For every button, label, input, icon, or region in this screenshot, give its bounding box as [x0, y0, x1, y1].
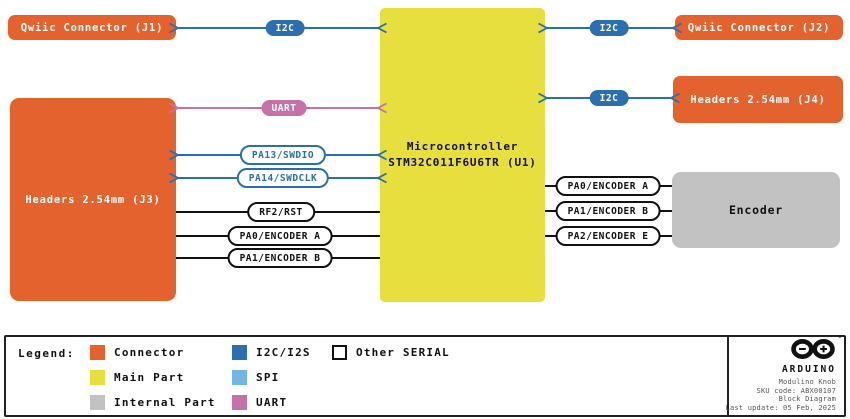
- other-serial-color-swatch: [332, 345, 347, 360]
- legend-item-connector: Connector: [90, 345, 184, 360]
- i2c-color-swatch: [232, 345, 247, 360]
- signal-label-encoder-b-left: PA1/ENCODER B: [227, 248, 333, 268]
- legend-item-other-serial: Other SERIAL: [332, 345, 450, 360]
- legend-item-uart: UART: [232, 395, 287, 410]
- legend-item-spi: SPI: [232, 370, 279, 385]
- mcu-label-line2: STM32C011F6U6TR (U1): [388, 156, 537, 169]
- last-update: Last update: 05 Feb, 2025: [725, 403, 836, 412]
- block-headers-j4: Headers 2.54mm (J4): [673, 76, 843, 123]
- sku-code: SKU code: ABX00107: [756, 386, 836, 395]
- spi-color-swatch: [232, 370, 247, 385]
- legend-item-label: Connector: [114, 346, 185, 359]
- legend-item-i2c: I2C/I2S: [232, 345, 311, 360]
- legend-item-label: UART: [256, 396, 288, 409]
- brand-name: ARDUINO: [781, 364, 836, 375]
- legend-item-label: Main Part: [114, 371, 185, 384]
- legend-item-label: Internal Part: [114, 396, 216, 409]
- block-qwiic-connector-j2: Qwiic Connector (J2): [675, 15, 843, 40]
- block-qwiic-connector-j1: Qwiic Connector (J1): [8, 15, 176, 40]
- mcu-label-line1: Microcontroller: [406, 140, 519, 153]
- signal-label-swdio: PA13/SWDIO: [239, 145, 327, 165]
- legend-item-internal-part: Internal Part: [90, 395, 216, 410]
- signal-label-swdclk: PA14/SWDCLK: [236, 168, 330, 188]
- legend-item-label: SPI: [256, 371, 280, 384]
- block-headers-j3: Headers 2.54mm (J3): [10, 98, 176, 301]
- legend-panel: Legend: Connector Main Part Internal Par…: [4, 335, 846, 417]
- main-part-color-swatch: [90, 370, 105, 385]
- document-type: Block Diagram: [778, 395, 836, 403]
- connector-color-swatch: [90, 345, 105, 360]
- trademark-symbol: ™: [838, 336, 841, 341]
- brand-block: ™ ARDUINO Modulino Knob SKU code: ABX001…: [718, 336, 841, 412]
- legend-item-label: Other SERIAL: [356, 346, 450, 359]
- block-microcontroller: Microcontroller STM32C011F6U6TR (U1): [380, 8, 545, 302]
- bus-label-uart: UART: [261, 100, 307, 116]
- signal-label-encoder-e-right: PA2/ENCODER E: [555, 226, 661, 246]
- legend-title: Legend:: [18, 347, 75, 360]
- legend-divider: [727, 337, 729, 415]
- internal-part-color-swatch: [90, 395, 105, 410]
- signal-label-encoder-a-left: PA0/ENCODER A: [227, 226, 333, 246]
- block-encoder: Encoder: [672, 172, 840, 248]
- signal-label-rst: RF2/RST: [247, 202, 315, 222]
- legend-item-main-part: Main Part: [90, 370, 184, 385]
- bus-label-i2c-j2: I2C: [589, 20, 629, 36]
- legend-item-label: I2C/I2S: [256, 346, 311, 359]
- bus-label-i2c-j4: I2C: [589, 90, 629, 106]
- signal-label-encoder-a-right: PA0/ENCODER A: [555, 176, 661, 196]
- signal-label-encoder-b-right: PA1/ENCODER B: [555, 201, 661, 221]
- product-name: Modulino Knob: [778, 378, 836, 386]
- uart-color-swatch: [232, 395, 247, 410]
- arduino-logo-icon: ™: [790, 336, 841, 364]
- bus-label-i2c-j1: I2C: [265, 20, 305, 36]
